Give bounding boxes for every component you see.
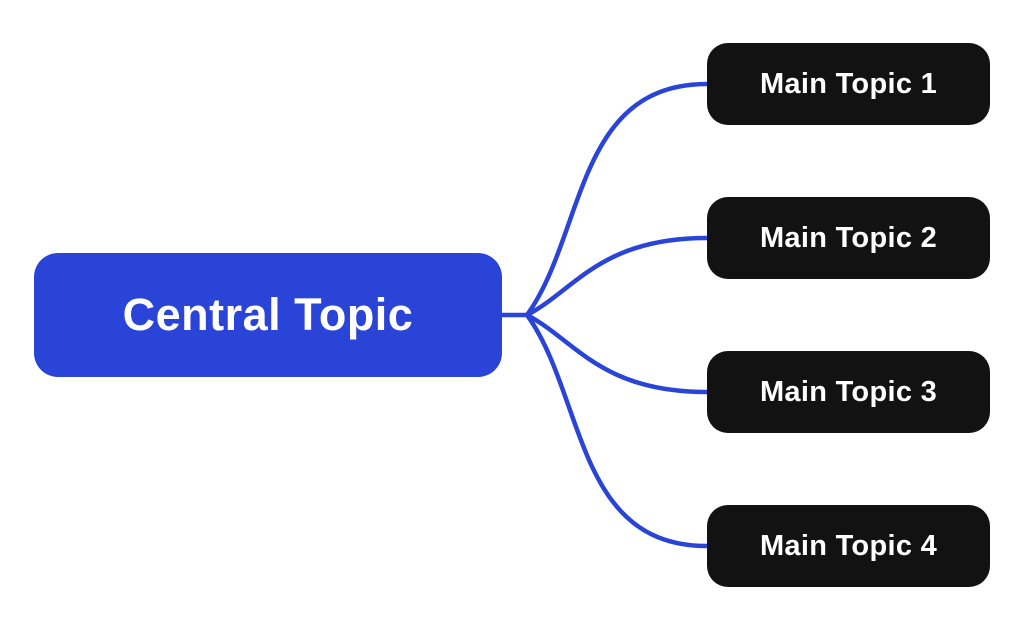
main-topic-node-3[interactable]: Main Topic 3 xyxy=(707,351,990,433)
connector-branch-4 xyxy=(524,312,710,549)
connector-branch-1 xyxy=(524,81,710,318)
connector-branch-2 xyxy=(524,235,710,318)
connector-branch-3 xyxy=(524,312,710,395)
central-topic-node[interactable]: Central Topic xyxy=(34,253,502,377)
main-topic-label-2: Main Topic 2 xyxy=(759,221,938,254)
main-topic-label-1: Main Topic 1 xyxy=(759,67,938,100)
main-topic-node-4[interactable]: Main Topic 4 xyxy=(707,505,990,587)
main-topic-label-3: Main Topic 3 xyxy=(759,375,938,408)
central-topic-label: Central Topic xyxy=(122,289,414,340)
main-topic-node-1[interactable]: Main Topic 1 xyxy=(707,43,990,125)
main-topic-node-2[interactable]: Main Topic 2 xyxy=(707,197,990,279)
main-topic-label-4: Main Topic 4 xyxy=(759,529,938,562)
